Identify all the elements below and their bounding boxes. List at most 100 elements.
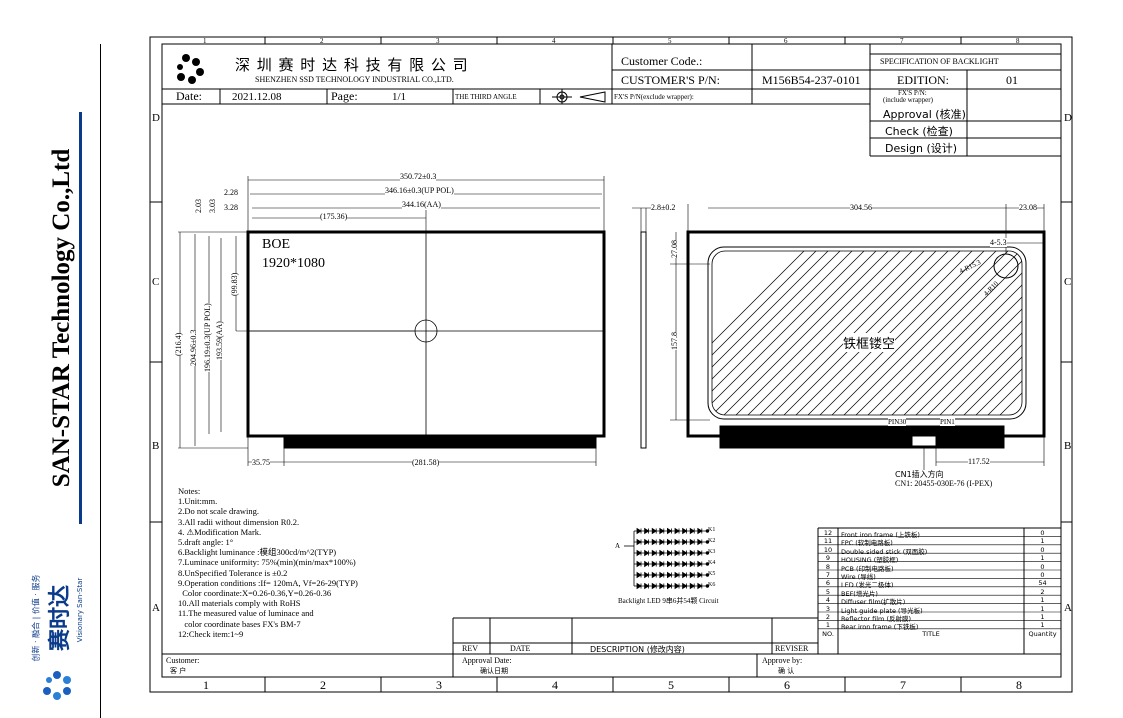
customer-code-label: Customer Code.:: [621, 54, 703, 68]
dim-glass-height: 204.96±0.3: [189, 329, 198, 366]
dim-fpc-offset: 35.75: [252, 458, 270, 467]
led-diode-icon: [636, 549, 642, 557]
bom-cell: Quantity: [1028, 629, 1057, 638]
grid-top-3: 3: [436, 37, 440, 45]
led-diode-icon: [651, 538, 657, 546]
led-diode-icon: [682, 571, 688, 579]
note-line: 10.All materials comply with RoHS: [178, 598, 301, 609]
bom-cell: 5: [825, 587, 831, 596]
bom-cell: Front iron frame (上铁板): [841, 531, 920, 539]
bom-cell: 1: [1040, 554, 1045, 563]
led-diode-icon: [667, 527, 673, 535]
bom-cell: Light guide plate (导光板): [841, 606, 923, 615]
led-terminal: [705, 562, 710, 566]
led-diode-icon: [644, 538, 650, 546]
led-anode-label: A: [615, 542, 621, 550]
led-diode-icon: [651, 571, 657, 579]
led-diode-icon: [667, 582, 673, 590]
dim-side-27: 27.08: [670, 240, 679, 258]
dim-pol-height: 196.19±0.3(UP POL): [203, 303, 212, 372]
led-circuit-diagram: [624, 527, 710, 590]
bom-cell: 1: [1040, 537, 1045, 546]
led-diode-icon: [667, 571, 673, 579]
led-k5: K5: [708, 571, 716, 577]
check-label: Check (检查): [885, 125, 953, 138]
dim-offset-228: 2.28: [224, 188, 238, 197]
grid-top-2: 2: [320, 37, 324, 45]
bom-cell: Double.sided stick (双面胶): [841, 547, 928, 556]
bom-cell: 54: [1038, 579, 1047, 588]
led-diode-icon: [697, 560, 703, 568]
led-k2: K2: [708, 538, 716, 544]
grid-bottom-1: 1: [203, 678, 209, 692]
pin30-label: PIN30: [888, 418, 907, 426]
company-cn-title: 深 圳 赛 时 达 科 技 有 限 公 司: [235, 56, 469, 74]
led-diode-icon: [682, 538, 688, 546]
bom-cell: 9: [825, 554, 831, 563]
led-terminal: [705, 540, 710, 544]
led-diode-icon: [659, 538, 665, 546]
dim-connector-offset: 117.52: [968, 457, 990, 466]
led-diode-icon: [644, 560, 650, 568]
led-diode-icon: [682, 560, 688, 568]
dim-hole: 4-5.3: [990, 238, 1007, 247]
led-diode-icon: [659, 560, 665, 568]
grid-bottom-7: 7: [900, 678, 906, 692]
grid-top-8: 8: [1016, 37, 1020, 45]
grid-bottom-4: 4: [552, 678, 558, 692]
led-circuit-caption: Backlight LED 9串6并54颗 Circuit: [618, 597, 719, 605]
led-diode-icon: [697, 582, 703, 590]
led-diode-icon: [651, 527, 657, 535]
logo-mark-icon: [43, 671, 71, 700]
approval-label: Approval (核准): [883, 108, 966, 121]
grid-bottom-8: 8: [1016, 678, 1022, 692]
note-line: Color coordinate:X=0.26-0.36,Y=0.26-0.36: [178, 588, 332, 599]
grid-right-b: B: [1064, 440, 1072, 452]
bom-cell: HOUSING (塑胶框): [841, 556, 899, 565]
led-diode-icon: [651, 549, 657, 557]
led-diode-icon: [689, 571, 695, 579]
led-terminal: [705, 551, 710, 555]
dim-offset-328: 3.28: [224, 203, 238, 212]
led-diode-icon: [697, 571, 703, 579]
bom-cell: 2: [1040, 587, 1045, 596]
bom-cell: NO.: [822, 629, 834, 638]
dim-aa-height: 193.59(AA): [215, 321, 224, 360]
led-diode-icon: [674, 527, 680, 535]
design-label: Design (设计): [885, 142, 958, 155]
dim-half-height: (99.83): [230, 272, 239, 296]
bom-cell: 8: [825, 562, 831, 571]
note-line: Notes:: [178, 486, 201, 496]
led-k6: K6: [708, 582, 716, 588]
bom-cell: 1: [1040, 621, 1045, 630]
company-sidebar: SAN-STAR Technology Co.,Ltd 赛时达 Visionar…: [0, 0, 104, 718]
led-diode-icon: [674, 560, 680, 568]
projection-symbol-icon: [552, 89, 606, 104]
connector-part: CN1: 20455-030E-76 (I-PEX): [895, 479, 993, 488]
led-diode-icon: [667, 538, 673, 546]
fx-pn-include-2: (include wrapper): [883, 96, 933, 104]
company-en-title: SHENZHEN SSD TECHNOLOGY INDUSTRIAL CO.,L…: [255, 75, 454, 84]
sidebar-divider: [100, 44, 101, 718]
led-diode-icon: [689, 582, 695, 590]
title-logo-icon: [177, 54, 204, 84]
dim-side-157: 157.8: [670, 332, 679, 350]
approve-by-cn: 确 认: [778, 667, 795, 675]
grid-left-c: C: [152, 276, 160, 288]
led-diode-icon: [636, 527, 642, 535]
bom-cell: 2: [825, 613, 831, 621]
led-diode-icon: [636, 571, 642, 579]
note-line: 6.Backlight luminance :模组300cd/m^2(TYP): [178, 547, 337, 558]
bom-cell: BEF(增光片): [841, 589, 878, 598]
edition-value: 01: [1006, 73, 1018, 87]
led-diode-icon: [667, 560, 673, 568]
note-line: 2.Do not scale drawing.: [178, 506, 259, 517]
customer-label: Customer:: [166, 656, 200, 665]
grid-top-6: 6: [784, 37, 788, 45]
grid-bottom-5: 5: [668, 678, 674, 692]
date-header: DATE: [510, 644, 531, 653]
led-diode-icon: [674, 538, 680, 546]
led-diode-icon: [697, 549, 703, 557]
connector-direction: CN1插入方向: [895, 470, 944, 479]
note-line: 7.Luminace uniformity: 75%(min)(min/max*…: [178, 557, 356, 568]
